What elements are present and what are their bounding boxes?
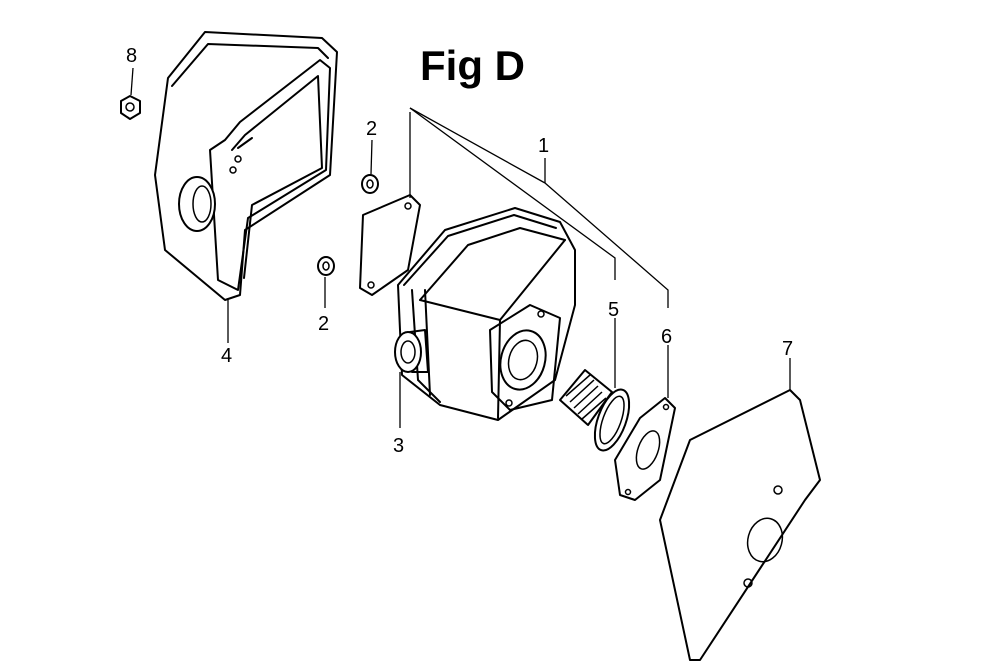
- callout-3: 3: [393, 435, 404, 457]
- part-1-muffler: [394, 207, 576, 421]
- callout-5: 5: [608, 299, 619, 321]
- callout-6: 6: [661, 326, 672, 348]
- part-8-nut: 8: [120, 45, 141, 120]
- callout-7: 7: [782, 338, 793, 360]
- part-2-washer-lower: 2: [317, 256, 335, 335]
- part-5-spark-arrester: 5: [559, 299, 631, 452]
- part-1-leader-group: 1: [409, 107, 669, 308]
- part-7-plate: 7: [659, 338, 821, 661]
- callout-1: 1: [538, 135, 549, 157]
- callout-2-upper: 2: [366, 118, 377, 140]
- part-3-inlet: 3: [393, 372, 404, 457]
- callout-2-lower: 2: [318, 313, 329, 335]
- part-6-gasket: 6: [614, 326, 676, 501]
- figure-title: Fig D: [420, 42, 525, 89]
- part-2-washer-upper: 2: [361, 118, 379, 194]
- callout-8: 8: [126, 45, 137, 67]
- callout-4: 4: [221, 345, 232, 367]
- part-4-muffler-cover: 4: [154, 31, 338, 367]
